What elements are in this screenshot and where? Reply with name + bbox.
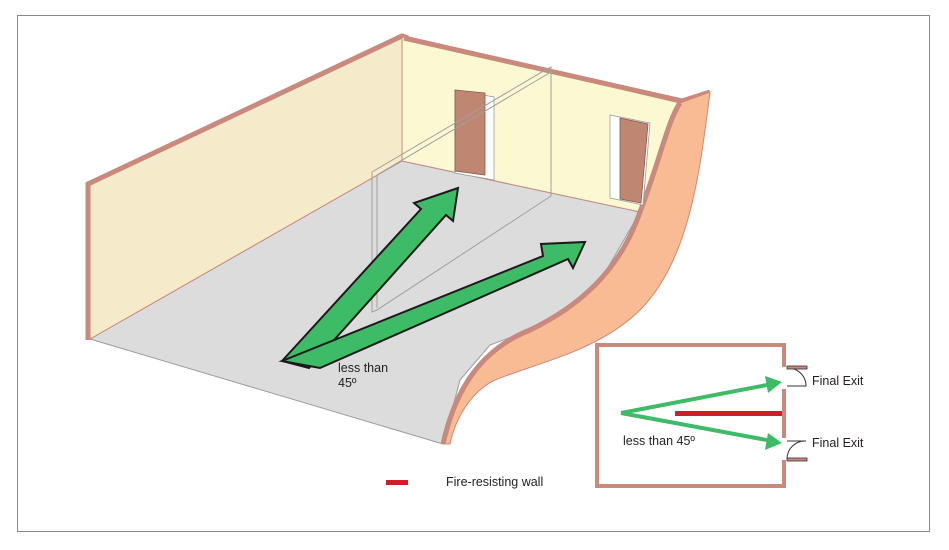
legend-fire-wall-swatch — [386, 480, 408, 485]
inset-arrow-bottom-shaft — [620, 411, 773, 443]
escape-arrow-to-right-door — [278, 240, 587, 370]
glass-partition — [371, 66, 552, 313]
angle-label-line1: less than — [338, 361, 388, 375]
glass-partition-top — [376, 71, 552, 176]
inset-exit-gap-top — [781, 367, 789, 389]
inset-arrow-top-shaft — [620, 382, 773, 415]
right-wall-inner-edge — [440, 101, 683, 445]
inset-fire-wall — [675, 411, 782, 416]
door-leaf-left — [454, 89, 486, 176]
inset-door-leaf-top — [786, 365, 808, 370]
angle-label-line2: 45º — [338, 376, 357, 390]
inset-arrow-top-head — [765, 376, 782, 393]
inset-final-exit-bottom: Final Exit — [812, 436, 864, 450]
inset-exit-gap-bottom — [781, 438, 789, 460]
inset-final-exit-top: Final Exit — [812, 374, 864, 388]
inset-arrow-bottom-head — [765, 433, 782, 450]
inset-angle-label: less than 45º — [623, 434, 695, 448]
inset-door-swing-top — [786, 367, 807, 387]
door-leaf-right — [619, 117, 649, 204]
inset-door-swing-bottom — [786, 440, 807, 460]
legend-fire-wall-label: Fire-resisting wall — [446, 475, 543, 489]
inset-door-leaf-bottom — [786, 457, 808, 462]
